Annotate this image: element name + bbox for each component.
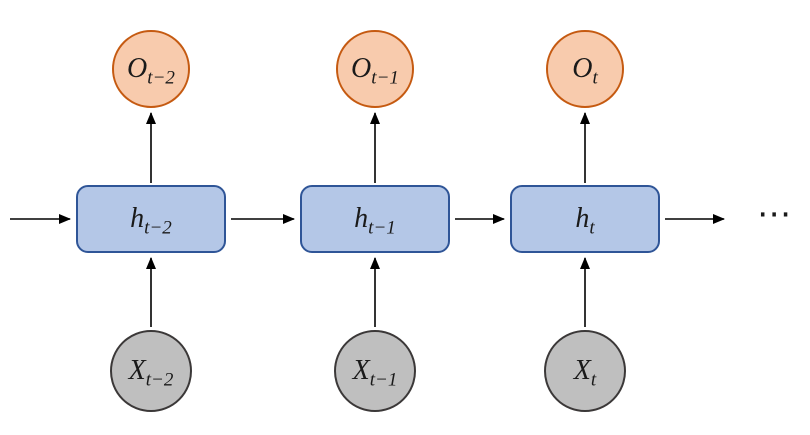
output-label-t-1: Ot−1 (351, 53, 399, 88)
output-node-t-1: Ot−1 (336, 30, 414, 108)
hidden-label-sub: t−1 (368, 217, 396, 239)
input-node-t-2: Xt−2 (110, 330, 192, 412)
input-node-t-1: Xt−1 (334, 330, 416, 412)
output-label-t-2: Ot−2 (127, 53, 175, 88)
input-label-base: X (352, 355, 370, 386)
input-node-t: Xt (544, 330, 626, 412)
output-label-base: O (127, 53, 148, 84)
continuation-ellipsis: ⋯ (757, 194, 791, 234)
input-label-sub: t (590, 369, 597, 391)
input-label-base: X (573, 355, 591, 386)
output-node-t-2: Ot−2 (112, 30, 190, 108)
input-label-t: Xt (573, 355, 596, 390)
hidden-label-t-2: ht−2 (130, 203, 172, 238)
output-label-base: O (572, 53, 593, 84)
hidden-label-t: ht (575, 203, 594, 238)
output-label-sub: t (592, 67, 598, 89)
hidden-node-t-1: ht−1 (300, 185, 450, 253)
output-label-t: Ot (572, 53, 598, 88)
input-label-sub: t−1 (369, 369, 398, 391)
input-label-t-1: Xt−1 (352, 355, 398, 390)
output-node-t: Ot (546, 30, 624, 108)
input-label-sub: t−2 (145, 369, 174, 391)
output-label-sub: t−2 (147, 67, 175, 89)
hidden-label-base: h (575, 203, 590, 234)
input-label-base: X (128, 355, 146, 386)
hidden-node-t-2: ht−2 (76, 185, 226, 253)
hidden-node-t: ht (510, 185, 660, 253)
hidden-label-sub: t−2 (144, 217, 172, 239)
hidden-label-base: h (130, 203, 145, 234)
input-label-t-2: Xt−2 (128, 355, 174, 390)
hidden-label-sub: t (589, 217, 595, 239)
output-label-sub: t−1 (371, 67, 399, 89)
hidden-label-base: h (354, 203, 369, 234)
hidden-label-t-1: ht−1 (354, 203, 396, 238)
output-label-base: O (351, 53, 372, 84)
